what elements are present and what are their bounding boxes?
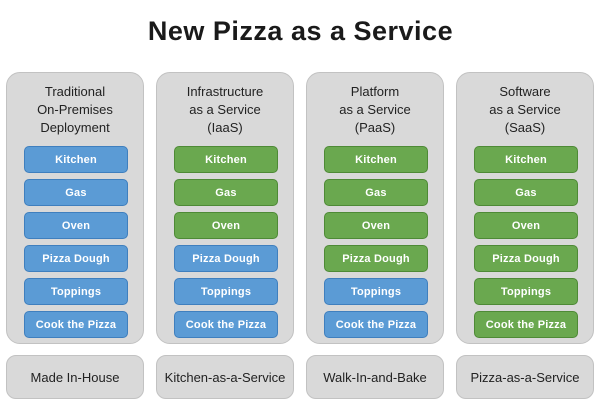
tile-pizza-dough: Pizza Dough: [474, 245, 578, 272]
tile-stack: Kitchen Gas Oven Pizza Dough Toppings Co…: [324, 146, 428, 344]
page-title: New Pizza as a Service: [147, 16, 454, 46]
tile-kitchen: Kitchen: [474, 146, 578, 173]
column-header: Traditional On-Premises Deployment: [37, 84, 113, 135]
tile-pizza-dough: Pizza Dough: [24, 245, 128, 272]
tile-cook-the-pizza: Cook the Pizza: [174, 311, 278, 338]
column-header: Platform as a Service (PaaS): [339, 84, 411, 135]
tile-pizza-dough: Pizza Dough: [324, 245, 428, 272]
tile-oven: Oven: [24, 212, 128, 239]
column-on-premises: Traditional On-Premises Deployment Kitch…: [6, 72, 144, 344]
tile-gas: Gas: [324, 179, 428, 206]
tile-toppings: Toppings: [174, 278, 278, 305]
column-header: Software as a Service (SaaS): [489, 84, 561, 135]
footer-saas: Pizza-as-a-Service: [456, 355, 594, 399]
tile-stack: Kitchen Gas Oven Pizza Dough Toppings Co…: [174, 146, 278, 344]
tile-gas: Gas: [24, 179, 128, 206]
tile-oven: Oven: [174, 212, 278, 239]
column-iaas: Infrastructure as a Service (IaaS) Kitch…: [156, 72, 294, 344]
tile-cook-the-pizza: Cook the Pizza: [324, 311, 428, 338]
tile-kitchen: Kitchen: [174, 146, 278, 173]
tile-gas: Gas: [474, 179, 578, 206]
tile-oven: Oven: [324, 212, 428, 239]
tile-toppings: Toppings: [324, 278, 428, 305]
column-header: Infrastructure as a Service (IaaS): [186, 84, 264, 135]
footer-iaas: Kitchen-as-a-Service: [156, 355, 294, 399]
tile-oven: Oven: [474, 212, 578, 239]
tile-cook-the-pizza: Cook the Pizza: [474, 311, 578, 338]
tile-cook-the-pizza: Cook the Pizza: [24, 311, 128, 338]
footer-on-premises: Made In-House: [6, 355, 144, 399]
tile-stack: Kitchen Gas Oven Pizza Dough Toppings Co…: [474, 146, 578, 344]
tile-toppings: Toppings: [24, 278, 128, 305]
tile-gas: Gas: [174, 179, 278, 206]
column-saas: Software as a Service (SaaS) Kitchen Gas…: [456, 72, 594, 344]
tile-toppings: Toppings: [474, 278, 578, 305]
tile-kitchen: Kitchen: [24, 146, 128, 173]
tile-stack: Kitchen Gas Oven Pizza Dough Toppings Co…: [24, 146, 128, 344]
tile-pizza-dough: Pizza Dough: [174, 245, 278, 272]
footer-paas: Walk-In-and-Bake: [306, 355, 444, 399]
column-paas: Platform as a Service (PaaS) Kitchen Gas…: [306, 72, 444, 344]
tile-kitchen: Kitchen: [324, 146, 428, 173]
